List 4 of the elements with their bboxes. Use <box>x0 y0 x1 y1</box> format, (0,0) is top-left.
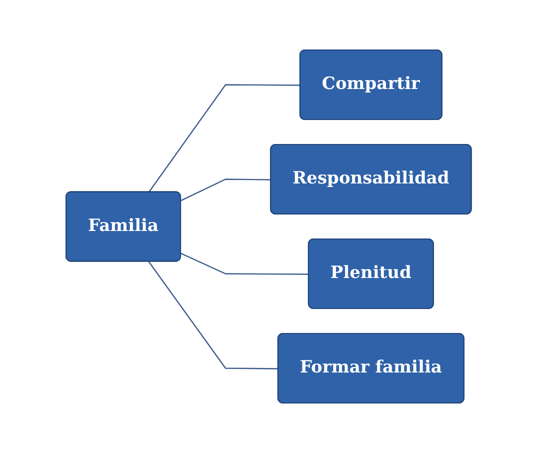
connector <box>180 252 309 274</box>
connector <box>148 84 300 192</box>
connector <box>180 178 271 201</box>
connector <box>148 260 278 369</box>
